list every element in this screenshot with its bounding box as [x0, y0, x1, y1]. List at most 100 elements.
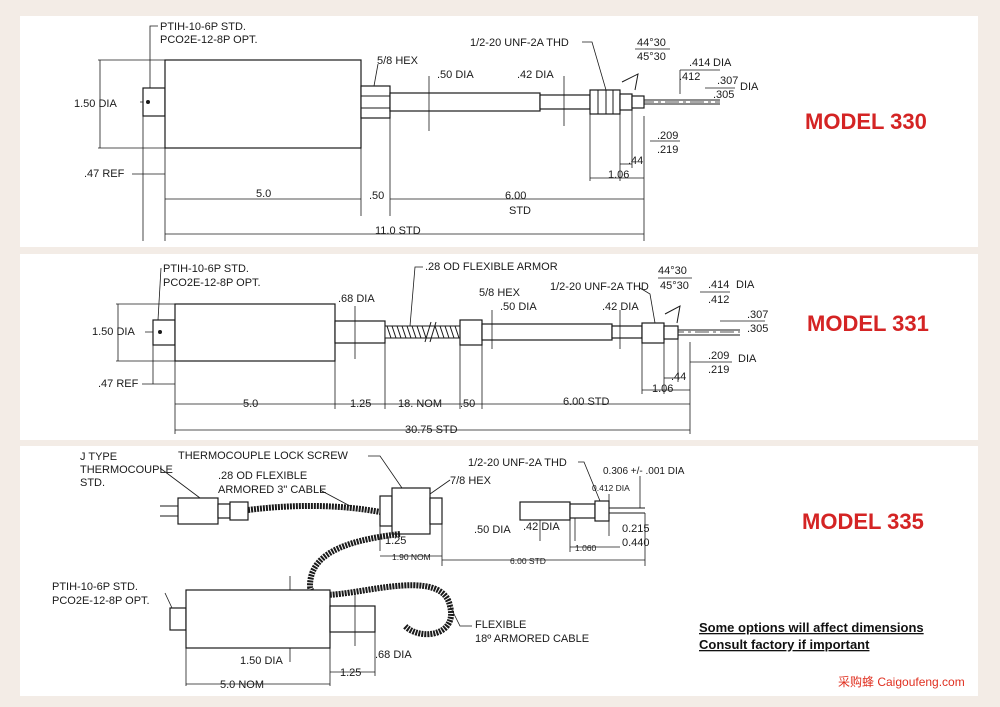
sensor-body: [164, 59, 362, 149]
len-total: 30.75 STD: [405, 424, 458, 436]
len-total: 11.0 STD: [375, 225, 421, 237]
len-1060: 1.060: [575, 543, 597, 553]
tc-type1: J TYPE: [80, 451, 117, 463]
connector-std-label: PTIH-10-6P STD.: [160, 21, 246, 33]
len-209: .209: [657, 130, 678, 142]
tip-dia4: .305: [713, 89, 734, 101]
tip-dia-unit2: DIA: [738, 353, 757, 365]
len-body: 5.0: [243, 398, 258, 410]
len-44: .44: [628, 155, 643, 167]
tip-dia-unit2: DIA: [740, 81, 759, 93]
hex-nut: [459, 319, 483, 346]
neck: [334, 320, 386, 344]
connector-opt-label: PCO2E-12-8P OPT.: [163, 277, 261, 289]
tc-type3: STD.: [80, 477, 105, 489]
angle2-label: 45°30: [637, 51, 666, 63]
model-330-drawing: 1.50 DIA PTIH-10-6P STD. PCO2E-12-8P OPT…: [74, 21, 927, 241]
len-stem: 6.00 STD: [563, 396, 610, 408]
stem-50: [519, 501, 571, 521]
flex1-label: FLEXIBLE: [475, 619, 526, 631]
angle1-label: 44°30: [637, 37, 666, 49]
angle1-label: 44°30: [658, 265, 687, 277]
neck-dia-label: .68 DIA: [338, 293, 375, 305]
tip-dia-unit: DIA: [713, 57, 732, 69]
hex-label: 7/8 HEX: [450, 475, 492, 487]
note-line2: Consult factory if important: [699, 637, 870, 652]
stem-dia1-label: .50 DIA: [500, 301, 537, 313]
hex-label: 5/8 HEX: [377, 55, 419, 67]
stem-50: [389, 92, 541, 112]
len-body: 5.0: [256, 188, 271, 200]
tip-dia-label: 0.306 +/- .001 DIA: [603, 466, 685, 477]
len-125: 1.25: [385, 535, 406, 547]
tip-dia4: .305: [747, 323, 768, 335]
sensor-body: [185, 589, 331, 649]
stem-42: [539, 94, 591, 110]
body-dia-label: 1.50 DIA: [92, 326, 135, 338]
len-neck: 1.25: [350, 398, 371, 410]
connector-opt-label: PCO2E-12-8P OPT.: [52, 595, 150, 607]
connector-opt-label: PCO2E-12-8P OPT.: [160, 34, 258, 46]
model-330-title: MODEL 330: [805, 109, 927, 134]
len-0440: 0.440: [622, 537, 650, 549]
hex-78: [391, 487, 431, 535]
thread: [641, 322, 665, 344]
cable2-label: ARMORED 3" CABLE: [218, 484, 326, 496]
len-neck: 1.25: [340, 667, 361, 679]
tip-dia2: .412: [679, 71, 700, 83]
len-106: 1.06: [608, 169, 629, 181]
flex2-label: 18º ARMORED CABLE: [475, 633, 589, 645]
tip-dia3: .307: [717, 75, 738, 87]
len-hex: .50: [460, 398, 475, 410]
lock-screw-label: THERMOCOUPLE LOCK SCREW: [178, 450, 349, 462]
ref-label: .47 REF: [98, 378, 139, 390]
len-44: .44: [671, 371, 686, 383]
connector: [152, 319, 176, 346]
body-dia-label: 1.50 DIA: [240, 655, 283, 667]
connector-std-label: PTIH-10-6P STD.: [52, 581, 138, 593]
cable1-label: .28 OD FLEXIBLE: [218, 470, 307, 482]
note-line1: Some options will affect dimensions: [699, 620, 924, 635]
armored-cable-short: [247, 502, 381, 515]
tip-dia-unit: DIA: [736, 279, 755, 291]
model-331-title: MODEL 331: [807, 311, 929, 336]
hex-label: 5/8 HEX: [479, 287, 521, 299]
dia-412: 0.412 DIA: [592, 483, 630, 493]
len-209: .209: [708, 350, 729, 362]
len-stem: 6.00: [505, 190, 526, 202]
thread: [589, 89, 621, 115]
flexible-18-cable: [306, 531, 455, 638]
model-335-title: MODEL 335: [802, 509, 924, 534]
len-106: 1.06: [652, 383, 673, 395]
hex-nut: [360, 85, 391, 119]
model-331-panel: PTIH-10-6P STD. PCO2E-12-8P OPT. 1.50 DI…: [20, 254, 978, 440]
model-330-panel: 1.50 DIA PTIH-10-6P STD. PCO2E-12-8P OPT…: [20, 16, 978, 247]
thread-label: 1/2-20 UNF-2A THD: [470, 37, 569, 49]
len-190: 1.90 NOM: [392, 552, 431, 562]
stem-dia2-label: .42 DIA: [602, 301, 639, 313]
stem-dia2-label: .42 DIA: [517, 69, 554, 81]
thread-label: 1/2-20 UNF-2A THD: [468, 457, 567, 469]
len-body: 5.0 NOM: [220, 679, 264, 691]
len-0215: 0.215: [622, 523, 650, 535]
tip-dia2: .412: [708, 294, 729, 306]
ref-label: .47 REF: [84, 168, 125, 180]
sensor-body: [174, 303, 336, 362]
tip-dia3: .307: [747, 309, 768, 321]
len-219: .219: [708, 364, 729, 376]
angle2-label: 45°30: [660, 280, 689, 292]
model-335-panel: J TYPE THERMOCOUPLE STD. THERMOCOUPLE LO…: [20, 446, 978, 696]
len-600: 6.00 STD: [510, 556, 546, 566]
watermark: 采购蜂 Caigoufeng.com: [838, 674, 965, 689]
tc-type2: THERMOCOUPLE: [80, 464, 173, 476]
tip-dia1: .414: [708, 279, 729, 291]
model-335-drawing: J TYPE THERMOCOUPLE STD. THERMOCOUPLE LO…: [52, 450, 965, 691]
len-hex: .50: [369, 190, 384, 202]
len-armor: 18. NOM: [398, 398, 442, 410]
neck: [329, 605, 376, 633]
stem-50: [481, 323, 613, 341]
model-331-drawing: PTIH-10-6P STD. PCO2E-12-8P OPT. 1.50 DI…: [92, 261, 929, 436]
stem-dia1-label: .50 DIA: [437, 69, 474, 81]
thread-label: 1/2-20 UNF-2A THD: [550, 281, 649, 293]
len-219: .219: [657, 144, 678, 156]
